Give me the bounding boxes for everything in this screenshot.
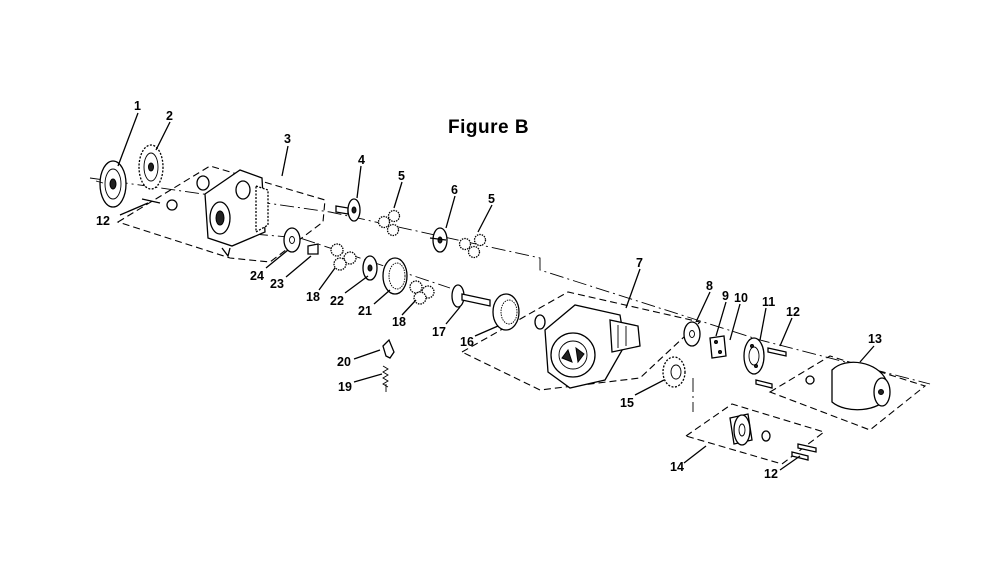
callout-10: 10 bbox=[734, 291, 748, 305]
callout-2: 2 bbox=[166, 109, 173, 123]
callout-20: 20 bbox=[337, 355, 351, 369]
housing-part-3 bbox=[204, 169, 269, 258]
callout-14: 14 bbox=[670, 460, 684, 474]
screws-part-12-bottom bbox=[791, 443, 817, 461]
callout-17: 17 bbox=[432, 325, 446, 339]
callout-18: 18 bbox=[392, 315, 406, 329]
housing-7-outline bbox=[460, 291, 702, 391]
assembly-axis bbox=[89, 177, 931, 385]
planet-gears-part-18b bbox=[409, 280, 435, 305]
callout-9: 9 bbox=[722, 289, 729, 303]
gear-part-15 bbox=[662, 356, 686, 388]
callout-16: 16 bbox=[460, 335, 474, 349]
callout-7: 7 bbox=[636, 256, 643, 270]
callout-22: 22 bbox=[330, 294, 344, 308]
callout-1: 1 bbox=[134, 99, 141, 113]
callout-5: 5 bbox=[488, 192, 495, 206]
washer-part-8 bbox=[683, 321, 701, 347]
callout-24: 24 bbox=[250, 269, 264, 283]
callout-5: 5 bbox=[398, 169, 405, 183]
callout-13: 13 bbox=[868, 332, 882, 346]
housing-3-outline bbox=[116, 165, 326, 263]
ring-gear-part-21 bbox=[382, 257, 408, 295]
planet-gears-part-5a bbox=[377, 209, 401, 237]
housing-part-7 bbox=[534, 304, 641, 389]
planet-gears-part-18a bbox=[330, 243, 357, 271]
callout-8: 8 bbox=[706, 279, 713, 293]
screws-part-12-right bbox=[755, 347, 787, 389]
callout-11: 11 bbox=[762, 295, 775, 309]
plate-part-9-10 bbox=[709, 335, 727, 359]
callout-12: 12 bbox=[96, 214, 110, 228]
callout-23: 23 bbox=[270, 277, 284, 291]
callout-labels: 1 2 12 3 4 5 6 5 24 23 18 22 21 18 17 16… bbox=[96, 99, 882, 481]
spring-part-19 bbox=[382, 365, 389, 392]
bracket-part-11 bbox=[743, 337, 765, 375]
leader-lines bbox=[117, 112, 875, 471]
washer-part-24 bbox=[283, 227, 301, 253]
callout-21: 21 bbox=[358, 304, 372, 318]
carrier-part-22 bbox=[362, 255, 378, 281]
gear-part-1 bbox=[95, 160, 127, 208]
callout-3: 3 bbox=[284, 132, 291, 146]
motor-14-outline bbox=[684, 403, 826, 465]
carrier-part-6 bbox=[429, 227, 448, 253]
ring-part-16 bbox=[492, 293, 520, 331]
motor-part-14 bbox=[729, 413, 771, 446]
callout-15: 15 bbox=[620, 396, 634, 410]
callout-6: 6 bbox=[451, 183, 458, 197]
gear-part-2 bbox=[138, 144, 164, 190]
pin-part-12-left bbox=[141, 175, 210, 211]
clip-part-20 bbox=[382, 338, 395, 359]
motor-13-outline bbox=[768, 355, 927, 431]
callout-19: 19 bbox=[338, 380, 352, 394]
planet-gears-part-5b bbox=[458, 233, 487, 259]
callout-4: 4 bbox=[358, 153, 365, 167]
shaft-part-4 bbox=[335, 198, 361, 222]
callout-12: 12 bbox=[786, 305, 800, 319]
pin-part-23 bbox=[307, 243, 319, 255]
motor-part-13 bbox=[805, 361, 891, 411]
figure-title: Figure B bbox=[448, 117, 530, 138]
callout-18: 18 bbox=[306, 290, 320, 304]
shaft-part-17 bbox=[451, 284, 491, 308]
callout-12: 12 bbox=[764, 467, 778, 481]
